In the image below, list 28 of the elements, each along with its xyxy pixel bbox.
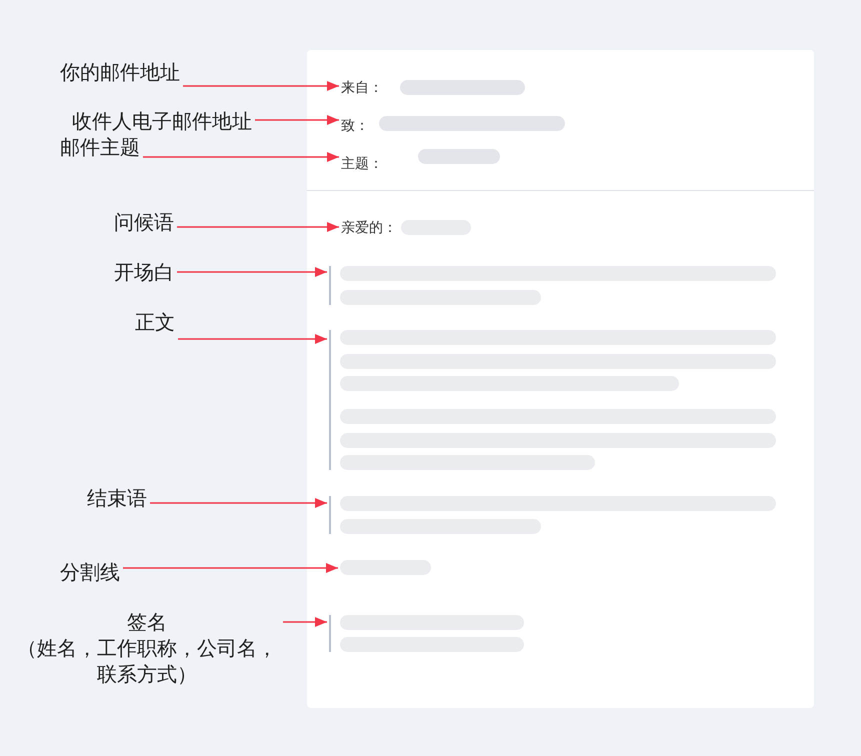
callout-label: 结束语 <box>87 486 147 512</box>
paragraph-block <box>329 615 524 652</box>
field-label: 亲爱的： <box>341 218 397 236</box>
callout-label: 开场白 <box>114 260 174 286</box>
arrow <box>177 222 339 232</box>
callout-label: 收件人电子邮件地址 <box>72 109 252 135</box>
paragraph-block <box>329 496 776 534</box>
callout-note: （姓名，工作职称，公司名，联系方式） <box>16 637 278 688</box>
arrow <box>150 498 327 508</box>
callout-label: 邮件主题 <box>60 135 140 161</box>
field-label: 主题： <box>341 154 383 172</box>
arrow <box>178 334 327 344</box>
arrow <box>255 115 339 125</box>
callout-label: 你的邮件地址 <box>60 60 180 90</box>
arrow <box>283 617 327 627</box>
arrow <box>177 267 327 277</box>
field-label: 来自： <box>341 78 383 96</box>
arrow <box>183 81 339 91</box>
callout-label: 正文 <box>135 310 175 342</box>
paragraph-block <box>329 266 776 305</box>
arrow <box>123 563 338 573</box>
callout-label: 签名 <box>126 611 168 636</box>
field-label: 致： <box>341 116 369 134</box>
paragraph-block <box>329 330 776 470</box>
email-card <box>307 50 814 708</box>
arrow <box>143 152 339 162</box>
callout-label: 问候语 <box>114 210 174 236</box>
callout-label: 分割线 <box>60 560 120 586</box>
